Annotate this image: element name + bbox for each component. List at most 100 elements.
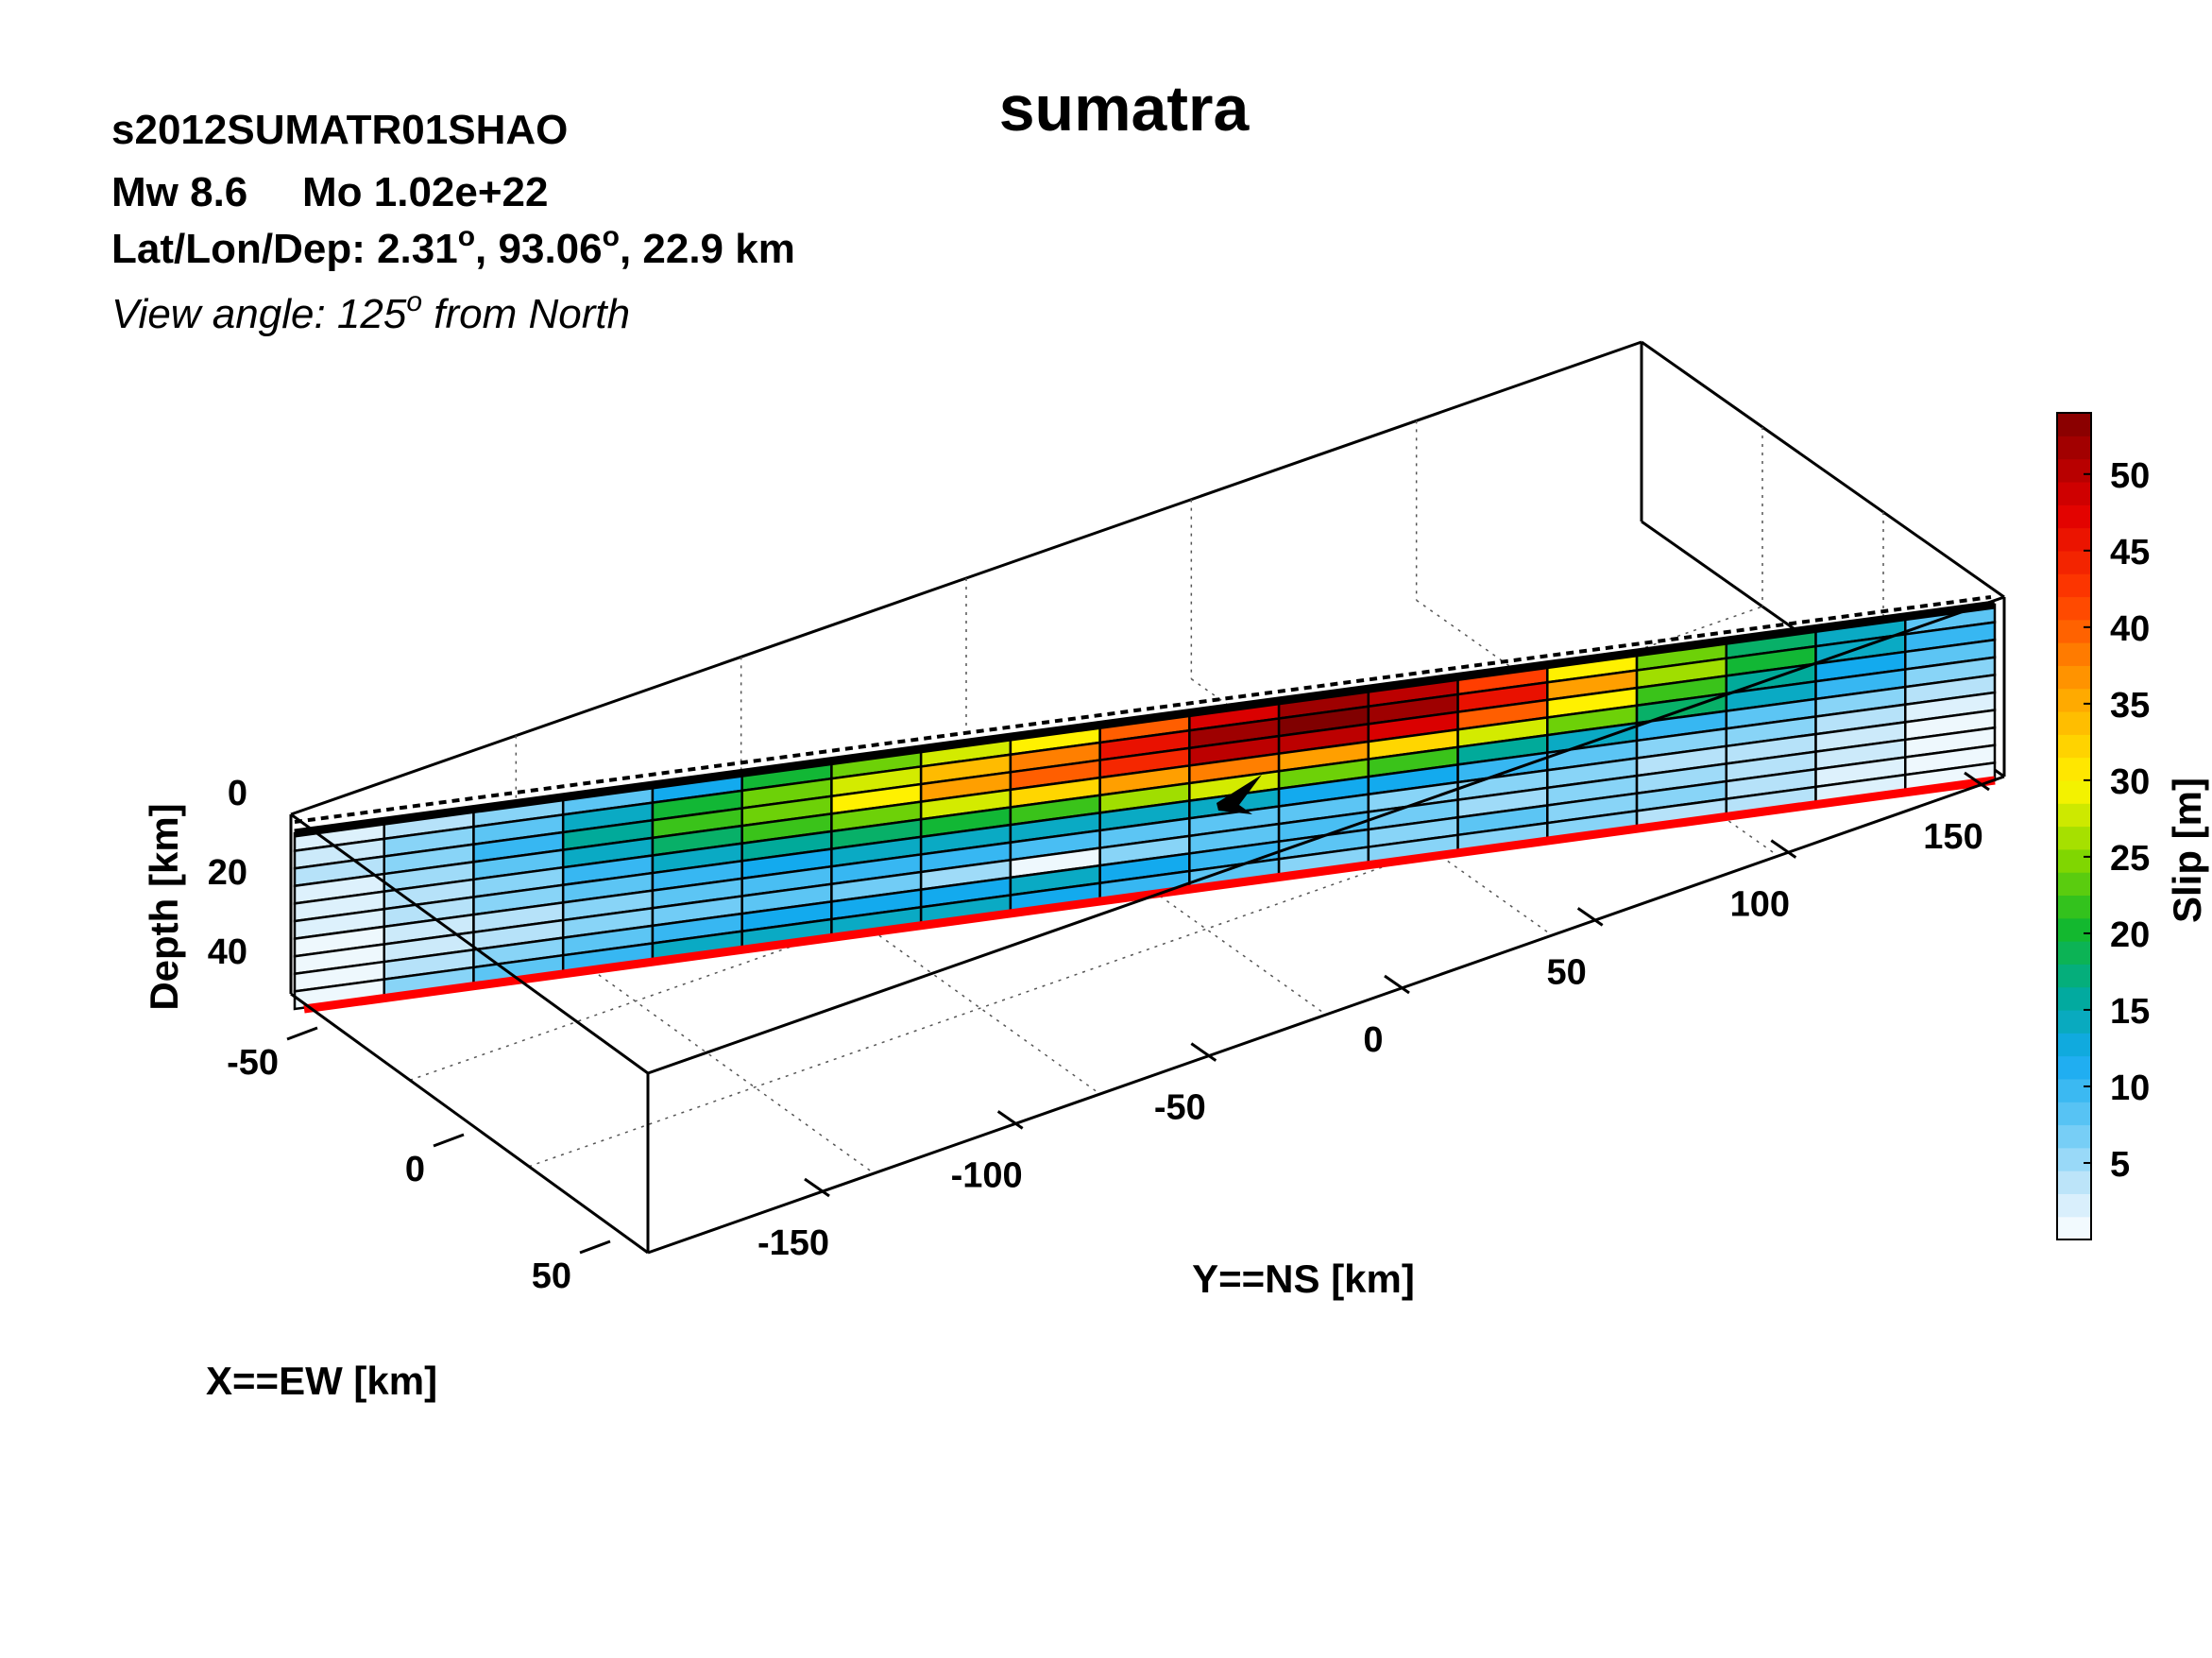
colorbar-tick-label: 20 [2110, 915, 2150, 955]
colorbar-segment [2057, 895, 2091, 919]
colorbar-tick-label: 10 [2110, 1068, 2150, 1108]
colorbar-segment [2057, 1216, 2091, 1240]
box-edge-top-front [647, 595, 2005, 1075]
colorbar-segment [2057, 642, 2091, 666]
y-tick-label-mark [1964, 771, 1990, 792]
depth-axis-label: Depth [km] [142, 803, 186, 1010]
colorbar-segment [2057, 1078, 2091, 1102]
colorbar-segment [2057, 1124, 2091, 1149]
y-tick-label-mark [996, 1110, 1024, 1130]
colorbar-tick-label: 50 [2110, 456, 2150, 496]
depth-tick-label: 20 [208, 853, 247, 893]
colorbar-frame [2056, 412, 2092, 1240]
colorbar-segment [2057, 1171, 2091, 1194]
colorbar-segment [2057, 413, 2091, 436]
y-tick-label: 100 [1730, 885, 1790, 925]
colorbar-segment [2057, 779, 2091, 804]
y-tick-label-mark [804, 1177, 830, 1198]
colorbar-segment [2057, 964, 2091, 988]
colorbar-tick-label: 15 [2110, 992, 2150, 1032]
colorbar-segment [2057, 436, 2091, 460]
colorbar-segment [2057, 458, 2091, 483]
fault-top-edge [294, 600, 1996, 838]
colorbar-segment [2057, 734, 2091, 759]
colorbar-segment [2057, 941, 2091, 965]
view-suffix: from North [422, 291, 630, 337]
lat-degree-mark: o [458, 221, 475, 252]
location-suffix: , 22.9 km [620, 226, 795, 272]
colorbar-tick-label: 35 [2110, 686, 2150, 726]
y-tick-label: 150 [1923, 817, 1982, 857]
colorbar-segment [2057, 596, 2091, 621]
colorbar-segment [2057, 481, 2091, 505]
fault-surface-trace [294, 595, 1992, 824]
y-tick-label: 50 [1547, 952, 1587, 992]
y-tick-label: 0 [1363, 1020, 1383, 1060]
colorbar-segment [2057, 573, 2091, 598]
y-tick-label-mark [1384, 974, 1410, 995]
colorbar-tick-label: 5 [2110, 1145, 2130, 1185]
colorbar-segment [2057, 665, 2091, 690]
x-tick-label: 50 [532, 1256, 571, 1296]
fault-bottom-edge [303, 776, 1996, 1014]
y-tick-label: -100 [951, 1155, 1023, 1195]
box-edge-bottom-left [290, 992, 649, 1255]
view-angle-label: View angle: 125o from North [111, 286, 630, 337]
y-tick-label-mark [1190, 1042, 1217, 1062]
magnitude-label: Mw 8.6 [111, 169, 247, 215]
box-edge-top-left [290, 812, 649, 1075]
fault-slip-cells [293, 603, 1997, 1011]
colorbar-segment [2057, 710, 2091, 735]
x-tick-label: -50 [227, 1043, 279, 1083]
colorbar: 5 10 15 20 25 30 35 40 45 50 [2056, 412, 2150, 1240]
event-id-label: s2012SUMATR01SHAO [111, 107, 568, 153]
colorbar-tick-label: 30 [2110, 762, 2150, 802]
y-tick-label-mark [1770, 839, 1797, 859]
view-prefix: View angle: 125 [111, 291, 407, 337]
location-prefix: Lat/Lon/Dep: 2.31 [111, 226, 458, 272]
colorbar-segment [2057, 1055, 2091, 1080]
colorbar-label: Slip [m] [2165, 778, 2209, 923]
colorbar-segment [2057, 1193, 2091, 1218]
colorbar-segment [2057, 1102, 2091, 1126]
colorbar-segment [2057, 872, 2091, 897]
colorbar-tick-label: 40 [2110, 609, 2150, 649]
grid-line-floor-cross [528, 691, 1884, 1168]
x-tick-label: 0 [405, 1150, 425, 1189]
colorbar-segment [2057, 1147, 2091, 1171]
colorbar-segment [2057, 826, 2091, 850]
box-edge-bottom-front [647, 775, 2005, 1255]
colorbar-segment [2057, 1009, 2091, 1034]
grid-line-floor [740, 835, 1101, 1095]
x-tick-label-mark [286, 1026, 318, 1041]
y-tick-label-mark [1576, 907, 1604, 927]
colorbar-segment [2057, 1033, 2091, 1057]
x-tick-label-mark [579, 1239, 611, 1255]
colorbar-tick-label: 25 [2110, 839, 2150, 879]
colorbar-segment [2057, 848, 2091, 873]
x-tick-label-mark [433, 1133, 465, 1148]
depth-tick-label: 40 [208, 932, 247, 972]
y-tick-label: -150 [757, 1223, 829, 1263]
y-tick-label: -50 [1154, 1088, 1206, 1128]
moment-label: Mo 1.02e+22 [302, 169, 549, 215]
location-label: Lat/Lon/Dep: 2.31o, 93.06o, 22.9 km [111, 221, 795, 272]
y-axis-label: Y==NS [km] [1192, 1256, 1415, 1301]
colorbar-segment [2057, 688, 2091, 712]
chart-title: sumatra [999, 73, 1251, 145]
colorbar-segment [2057, 619, 2091, 643]
colorbar-tick-label: 45 [2110, 533, 2150, 573]
colorbar-segment [2057, 986, 2091, 1011]
lon-degree-mark: o [603, 221, 620, 252]
colorbar-segment [2057, 917, 2091, 942]
colorbar-segment [2057, 527, 2091, 552]
hypocenter-marker [1217, 775, 1262, 814]
colorbar-segment [2057, 803, 2091, 828]
view-degree-mark: o [406, 286, 422, 317]
colorbar-segment [2057, 550, 2091, 574]
box-edge-top-right [1641, 340, 2005, 599]
x-axis-label: X==EW [km] [206, 1359, 437, 1403]
